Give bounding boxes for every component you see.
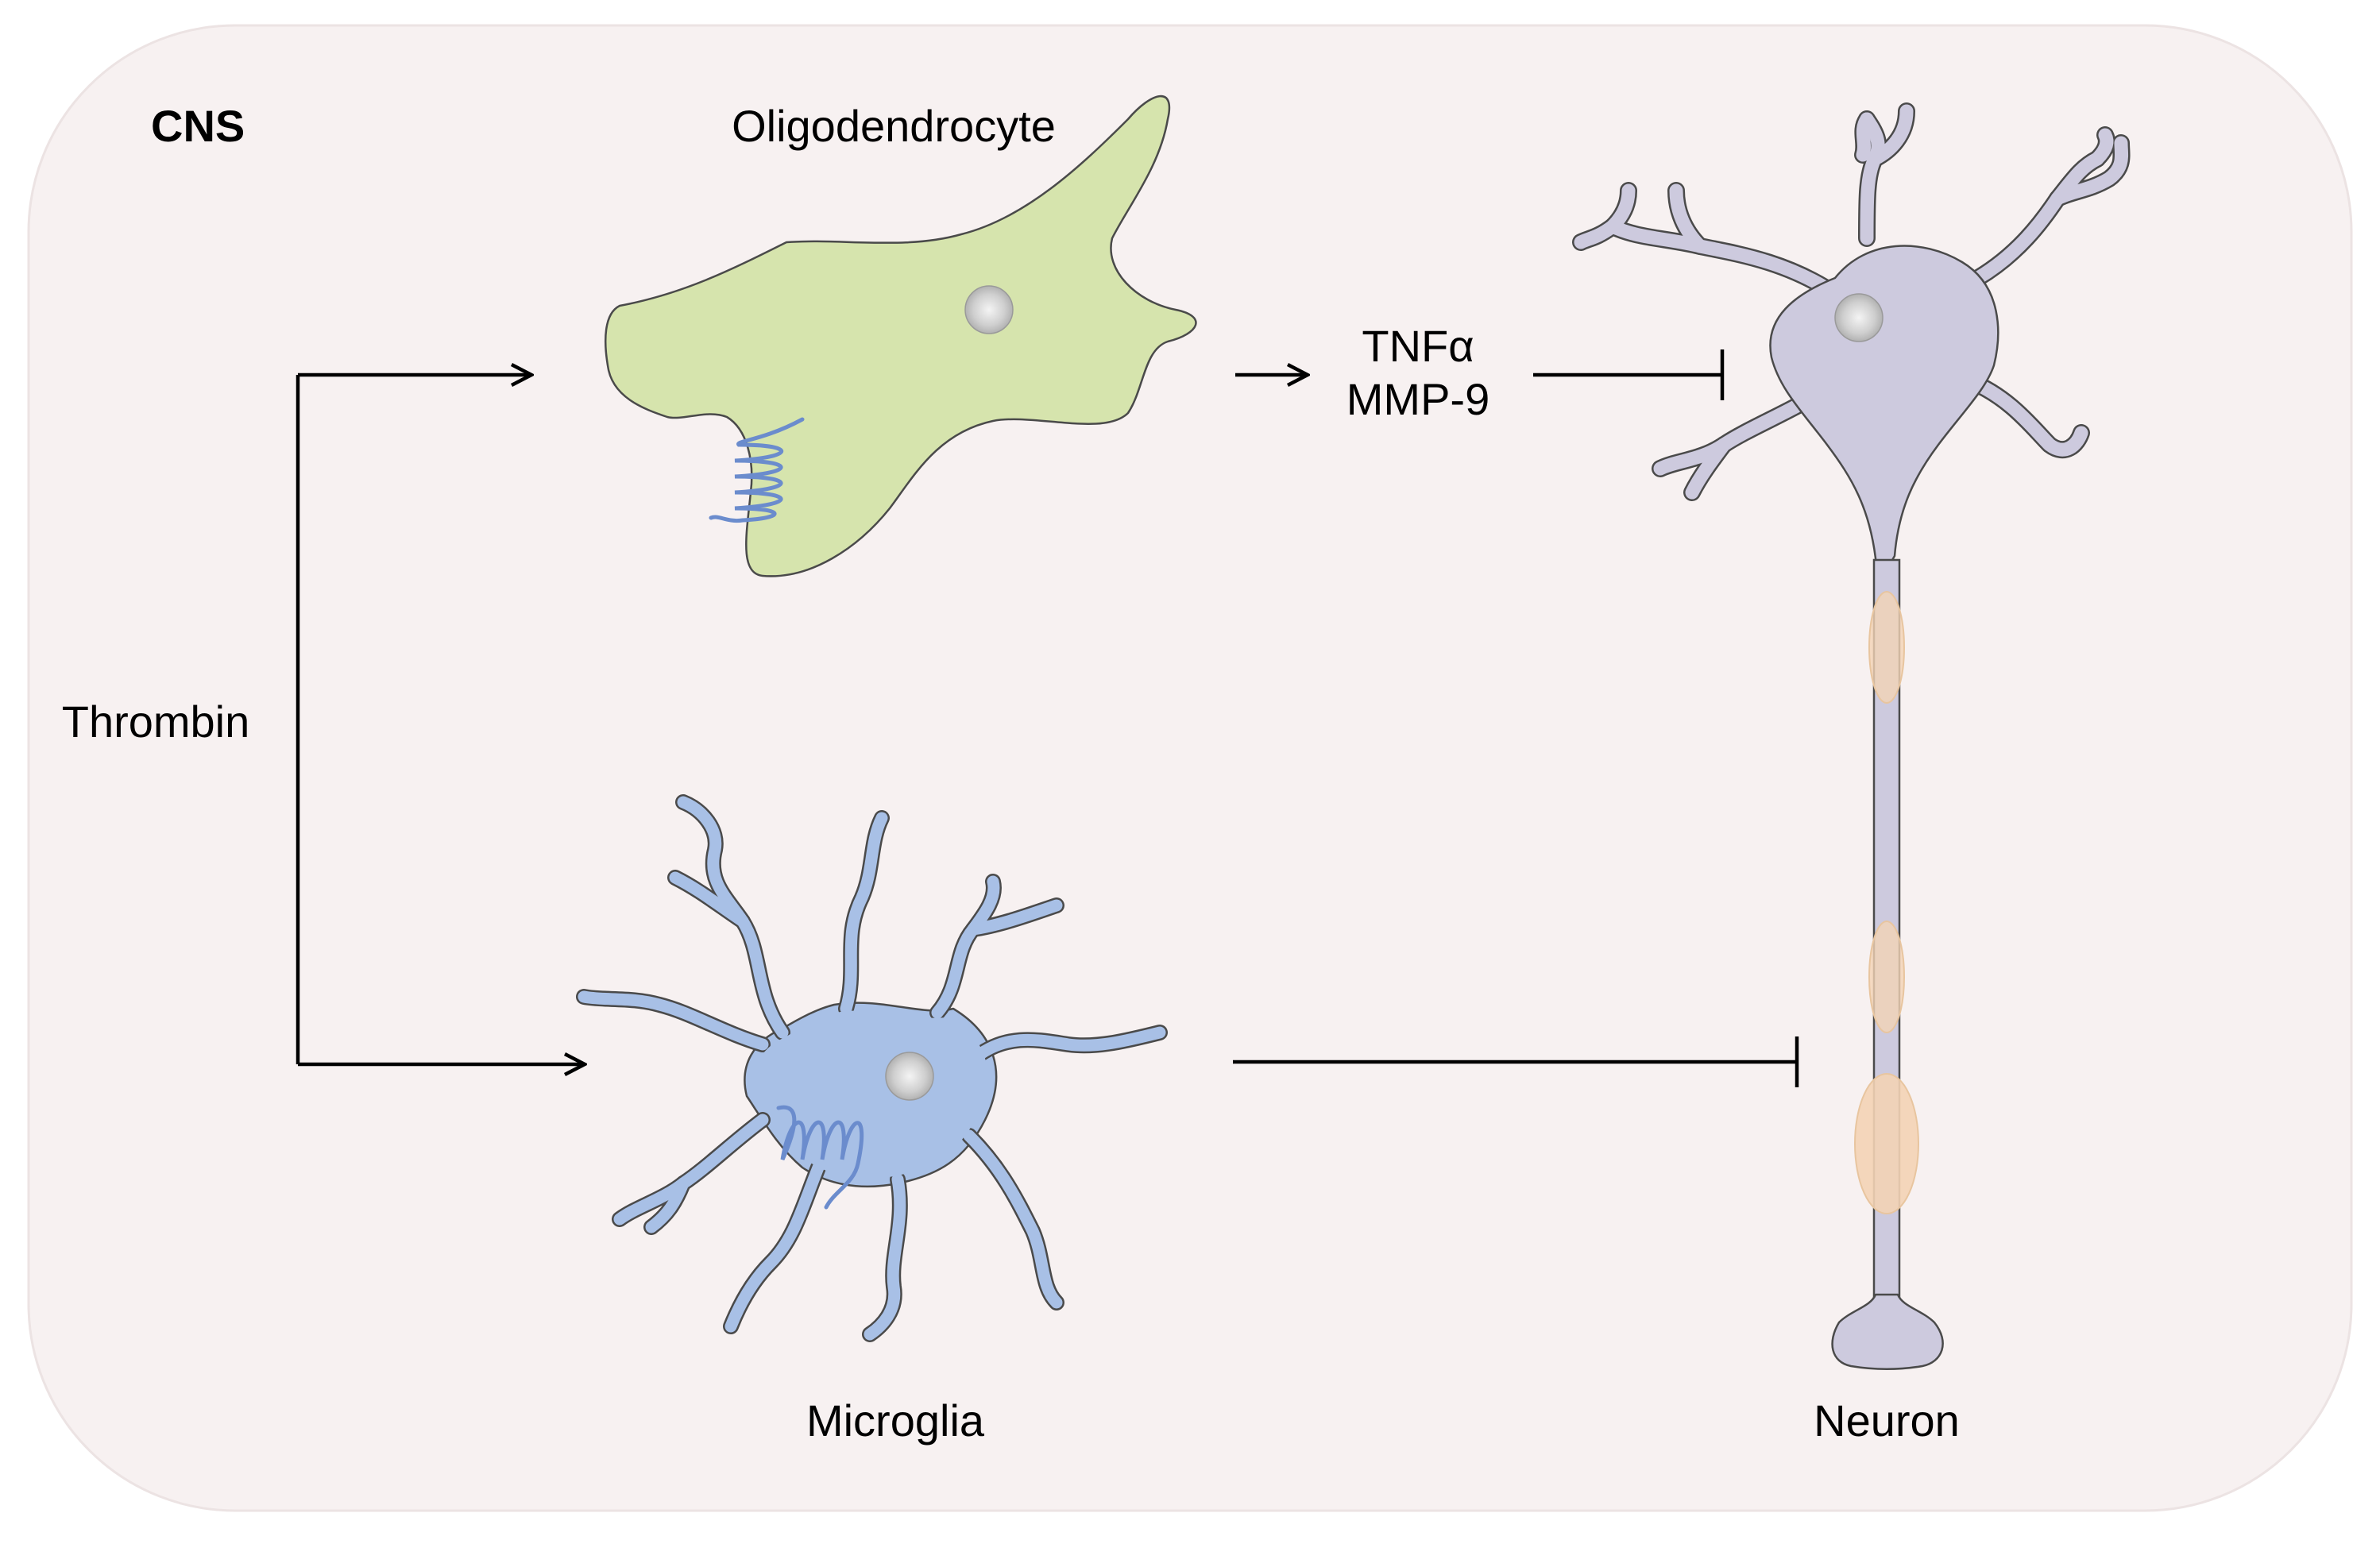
myelin-sheath-1 bbox=[1868, 591, 1905, 704]
cns-label: CNS bbox=[151, 101, 245, 151]
oligodendrocyte-receptor-coil bbox=[709, 417, 805, 523]
myelin-sheath-2 bbox=[1868, 921, 1905, 1033]
inhibition-microglia-to-neuron bbox=[1233, 1036, 1799, 1087]
neuron-soma bbox=[1769, 245, 1999, 567]
oligodendrocyte-nucleus bbox=[964, 285, 1014, 334]
oligodendrocyte-cell bbox=[605, 95, 1197, 577]
neuron-dendrites-fill bbox=[1574, 104, 2129, 500]
mediator-label-tnfa: TNFα bbox=[1362, 321, 1474, 371]
neuron-axon-terminal bbox=[1831, 1293, 1944, 1370]
neuron-label: Neuron bbox=[1814, 1395, 1960, 1446]
neuron-nucleus bbox=[1834, 293, 1884, 342]
cns-region-background bbox=[27, 24, 2353, 1512]
oligodendrocyte-body bbox=[605, 95, 1197, 577]
neuron-cell bbox=[1572, 102, 2131, 1370]
microglia-cell bbox=[576, 794, 1168, 1342]
thrombin-label: Thrombin bbox=[62, 697, 250, 747]
oligodendrocyte-label: Oligodendrocyte bbox=[732, 101, 1056, 151]
microglia-nucleus bbox=[885, 1052, 934, 1101]
mediator-label-mmp9: MMP-9 bbox=[1346, 374, 1489, 424]
inhibition-mediators-to-neuron bbox=[1533, 349, 1725, 400]
microglia-label: Microglia bbox=[806, 1395, 985, 1446]
myelin-sheath-3 bbox=[1854, 1073, 1919, 1214]
thrombin-bracket bbox=[296, 375, 584, 1064]
microglia-receptor-coil bbox=[776, 1105, 864, 1210]
microglia-processes-fill bbox=[578, 796, 1166, 1341]
